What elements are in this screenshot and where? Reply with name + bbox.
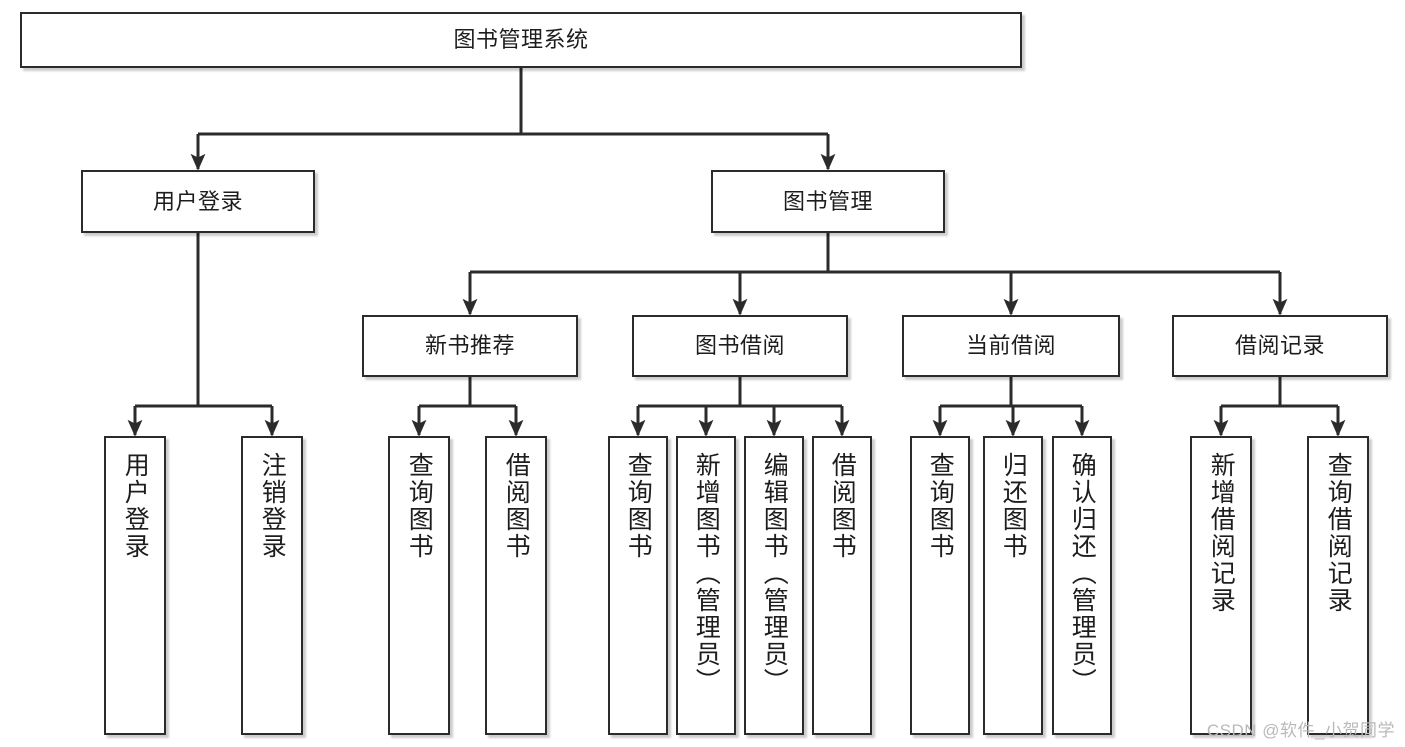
node-borrow[interactable]: 图书借阅 [632,315,848,377]
node-n2[interactable]: 借阅图书 [485,436,547,735]
node-label: 当前借阅 [965,333,1056,358]
node-label: 借阅记录 [1234,333,1325,358]
node-root[interactable]: 图书管理系统 [20,12,1022,68]
node-label: 图书管理 [782,188,873,214]
node-label: 用户登录 [121,452,150,560]
node-b4[interactable]: 借阅图书 [812,436,872,735]
node-label: 新书推荐 [424,333,515,358]
node-label: 确认归还（管理员） [1068,452,1097,695]
node-bookmgmt[interactable]: 图书管理 [711,170,945,233]
node-label: 新增借阅记录 [1207,452,1236,614]
node-b2[interactable]: 新增图书（管理员） [676,436,736,735]
node-current[interactable]: 当前借阅 [902,315,1120,377]
node-label: 归还图书 [999,452,1028,560]
node-login[interactable]: 用户登录 [81,170,315,233]
node-b3[interactable]: 编辑图书（管理员） [744,436,804,735]
watermark: CSDN @软件_小贺同学 [1206,721,1395,740]
node-n1[interactable]: 查询图书 [388,436,450,735]
node-c2[interactable]: 归还图书 [983,436,1043,735]
node-r1[interactable]: 新增借阅记录 [1190,436,1252,735]
node-c3[interactable]: 确认归还（管理员） [1052,436,1112,735]
node-c1[interactable]: 查询图书 [910,436,970,735]
node-b1[interactable]: 查询图书 [608,436,668,735]
node-label: 借阅图书 [828,452,857,560]
node-records[interactable]: 借阅记录 [1172,315,1388,377]
node-r2[interactable]: 查询借阅记录 [1307,436,1369,735]
node-label: 查询图书 [405,452,434,560]
node-label: 编辑图书（管理员） [760,452,789,695]
node-label: 图书管理系统 [453,27,589,52]
node-label: 查询图书 [926,452,955,560]
node-label: 新增图书（管理员） [692,452,721,695]
node-label: 注销登录 [258,452,287,560]
node-l1[interactable]: 用户登录 [104,436,166,735]
node-label: 查询图书 [624,452,653,560]
node-label: 用户登录 [152,188,243,214]
node-label: 图书借阅 [694,333,785,358]
node-newbook[interactable]: 新书推荐 [362,315,578,377]
node-label: 查询借阅记录 [1324,452,1353,614]
node-label: 借阅图书 [502,452,531,560]
node-l2[interactable]: 注销登录 [241,436,303,735]
